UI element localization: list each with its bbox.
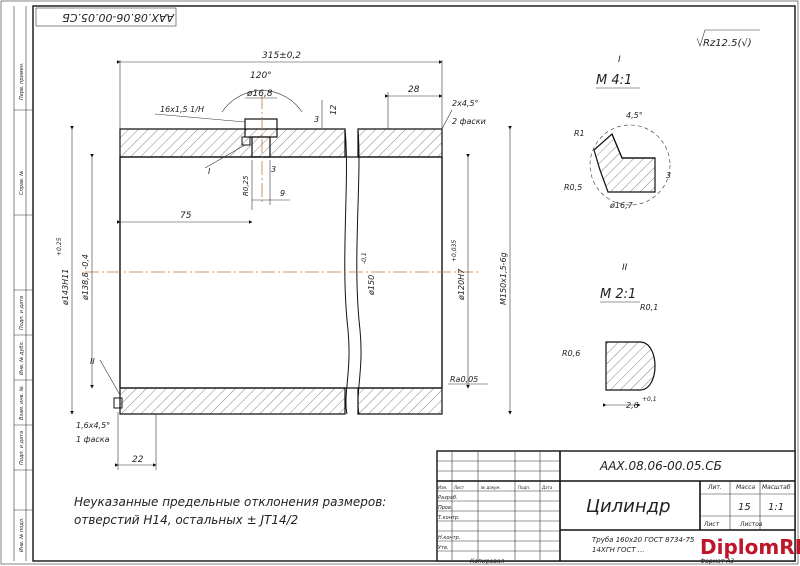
dim-chamfer-2-faces: 2 фаски xyxy=(452,117,486,126)
watermark: DiplomRE.ru xyxy=(700,535,800,559)
strip-orig-inv: Инв. № подл. xyxy=(19,518,25,553)
dim-75: 75 xyxy=(180,211,192,221)
tb-material-2: 14ХГН ГОСТ ... xyxy=(592,546,645,554)
tb-col-date: Дата xyxy=(541,485,553,490)
detail-1-dim3: 3 xyxy=(666,171,671,180)
dim-chamfer-16: 1,6x4,5° xyxy=(76,421,110,430)
strip-ref-no: Справ. № xyxy=(19,171,25,195)
detail-2: II M 2:1 R0,1 R0,6 2,6 +0,1 xyxy=(562,263,658,410)
detail-1-scale: M 4:1 xyxy=(596,73,632,88)
dim-chamfer-2x45: 2x4,5° xyxy=(452,99,479,108)
detail-1: I M 4:1 4,5° R1 R0,5 3 ø16,7 xyxy=(564,55,671,210)
dim-28: 28 xyxy=(408,85,420,95)
strip-sign-date-2: Подп. и дата xyxy=(19,431,25,465)
tb-part-name: Цилиндр xyxy=(586,496,671,517)
ra-mark: Ra0,05 xyxy=(450,375,478,384)
tb-format: Формат А3 xyxy=(700,558,734,565)
tb-code: AAX.08.06-00.05.СБ xyxy=(599,459,722,473)
dim-22: 22 xyxy=(132,455,144,465)
roughness-mark: Rz12.5(√) xyxy=(703,38,752,49)
tb-col-sign: Подп. xyxy=(518,485,530,490)
tb-sheet: Лист xyxy=(703,521,720,528)
dim-angle: 120° xyxy=(250,71,272,81)
strip-first-use: Перв. примен. xyxy=(19,62,25,100)
tb-copied: Копировал xyxy=(470,558,504,565)
tb-header-mass: Масса xyxy=(736,484,755,491)
dim-3b: 3 xyxy=(271,165,276,174)
top-stamp: AAX.08.06-00.05.СБ xyxy=(35,7,177,27)
strip-replace-inv: Взам. инв. № xyxy=(19,386,25,420)
dim-inner-dia: ø138,8 -0,4 xyxy=(81,254,90,301)
tb-col-list: Лист xyxy=(453,485,465,490)
tb-header-lit: Лит. xyxy=(707,484,722,491)
detail-2-r01: R0,1 xyxy=(640,303,658,312)
tb-value-mass: 15 xyxy=(738,502,751,513)
dim-depth: 12 xyxy=(329,105,338,115)
strip-dup-inv: Инв. № дубл. xyxy=(19,341,25,375)
inner-frame xyxy=(32,5,796,562)
strip-sign-date-1: Подп. и дата xyxy=(19,296,25,330)
tb-value-scale: 1:1 xyxy=(768,502,784,513)
detail-1-angle: 4,5° xyxy=(626,111,643,120)
leader-detail-1: I xyxy=(208,167,211,176)
dim-bore-tol: -0,1 xyxy=(361,252,368,264)
dim-9: 9 xyxy=(280,189,285,198)
tb-sheets: Листов xyxy=(739,521,763,528)
tb-role-check: Пров. xyxy=(438,505,453,511)
detail-1-dia: ø16,7 xyxy=(609,201,634,210)
tb-role-tcontrol: Т.контр. xyxy=(438,515,460,521)
dim-overall-length: 315±0,2 xyxy=(262,51,301,61)
dim-120h7: ø120H7 xyxy=(457,268,466,301)
note-line-2: отверстий H14, остальных ± JT14/2 xyxy=(74,513,298,527)
dim-outer-dia-tol: +0,25 xyxy=(56,237,63,256)
detail-1-label: I xyxy=(618,55,621,65)
dim-3a: 3 xyxy=(314,115,319,124)
detail-2-label: II xyxy=(622,263,628,273)
tb-header-scale: Масштаб xyxy=(762,484,791,491)
tb-material-1: Труба 160x20 ГОСТ 8734-75 xyxy=(592,536,695,544)
dim-thread-m150: M150x1,5-6g xyxy=(499,252,508,305)
tb-col-izm: Изм. xyxy=(438,485,447,490)
note-line-1: Неуказанные предельные отклонения размер… xyxy=(74,495,386,509)
main-dimensions: 315±0,2 120° ø16,8 16x1,5 1/H 12 3 28 2x… xyxy=(56,51,512,470)
roughness-symbol xyxy=(696,29,760,47)
dim-outer-dia: ø143H11 xyxy=(61,269,70,306)
tb-role-develop: Разраб. xyxy=(438,495,458,501)
detail-1-r1: R1 xyxy=(574,129,585,138)
cylinder-section xyxy=(85,95,480,415)
dim-hole-dia: ø16,8 xyxy=(246,89,273,99)
leader-detail-2: II xyxy=(90,357,95,366)
detail-2-tol: +0,1 xyxy=(642,396,657,403)
dim-120h7-tol: +0,035 xyxy=(451,240,458,262)
detail-2-dim: 2,6 xyxy=(626,401,639,410)
dim-thread: 16x1,5 1/H xyxy=(160,105,204,114)
title-block: Изм. Лист № докум. Подп. Дата Разраб. Пр… xyxy=(436,450,796,562)
left-strip: Перв. примен. Справ. № Подп. и дата Инв.… xyxy=(13,6,33,561)
detail-2-r06: R0,6 xyxy=(562,349,580,358)
dim-bore-dia: ø150 xyxy=(367,275,376,296)
dim-r025: R0,25 xyxy=(242,175,250,196)
tb-role-approve: Утв. xyxy=(438,545,449,551)
detail-2-scale: M 2:1 xyxy=(600,287,636,302)
detail-1-r05: R0,5 xyxy=(564,183,582,192)
tb-role-ncontrol: Н.контр. xyxy=(438,535,460,541)
tb-col-doc: № докум. xyxy=(480,485,501,490)
top-stamp-code: AAX.08.06-00.05.СБ xyxy=(62,11,175,24)
dim-chamfer-1-face: 1 фаска xyxy=(76,435,110,444)
